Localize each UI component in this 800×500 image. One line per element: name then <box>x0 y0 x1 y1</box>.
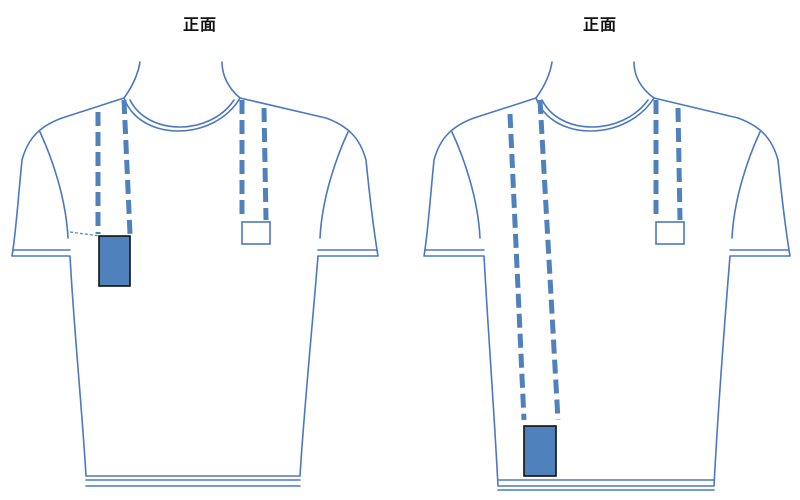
panel-title: 正面 <box>582 15 617 34</box>
shoulder-strap-right <box>653 100 683 221</box>
strap-buckle <box>655 221 685 245</box>
connector-line <box>69 231 101 237</box>
device-pouch <box>98 235 131 287</box>
tshirt-diagram-short-strap <box>11 61 379 487</box>
device-pouch <box>523 425 557 477</box>
front-view-right: 正面 <box>400 0 800 500</box>
strap-buckle <box>241 221 271 245</box>
tshirt-diagram-long-strap <box>423 61 791 491</box>
diagonal-strap <box>507 99 561 421</box>
shoulder-strap-left <box>95 99 133 235</box>
panel-title: 正面 <box>182 15 217 34</box>
shoulder-strap-right <box>239 100 269 221</box>
tshirt-outline <box>11 61 379 487</box>
front-view-left: 正面 <box>11 15 379 487</box>
tshirt-outline <box>423 61 791 491</box>
